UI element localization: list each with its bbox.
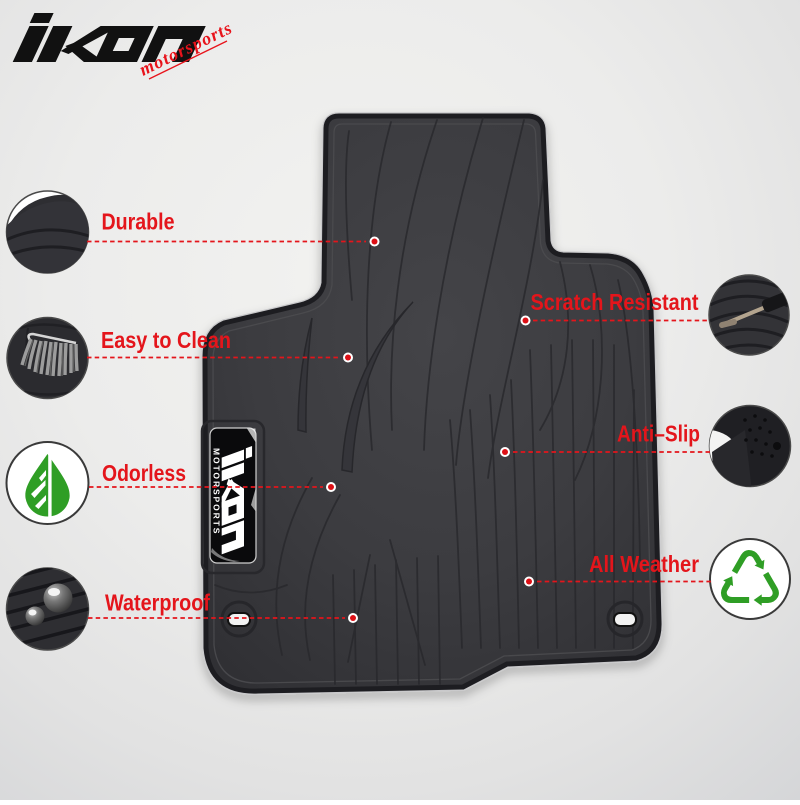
svg-text:Scratch Resistant: Scratch Resistant — [531, 289, 699, 315]
svg-text:Odorless: Odorless — [102, 460, 186, 486]
svg-text:MOTORSPORTS: MOTORSPORTS — [212, 448, 222, 535]
svg-text:Waterproof: Waterproof — [105, 590, 210, 616]
svg-text:♺: ♺ — [715, 536, 785, 624]
svg-text:All Weather: All Weather — [589, 551, 699, 577]
svg-text:Anti–Slip: Anti–Slip — [617, 421, 700, 447]
svg-text:Easy to Clean: Easy to Clean — [101, 327, 231, 353]
svg-text:Durable: Durable — [102, 209, 175, 235]
